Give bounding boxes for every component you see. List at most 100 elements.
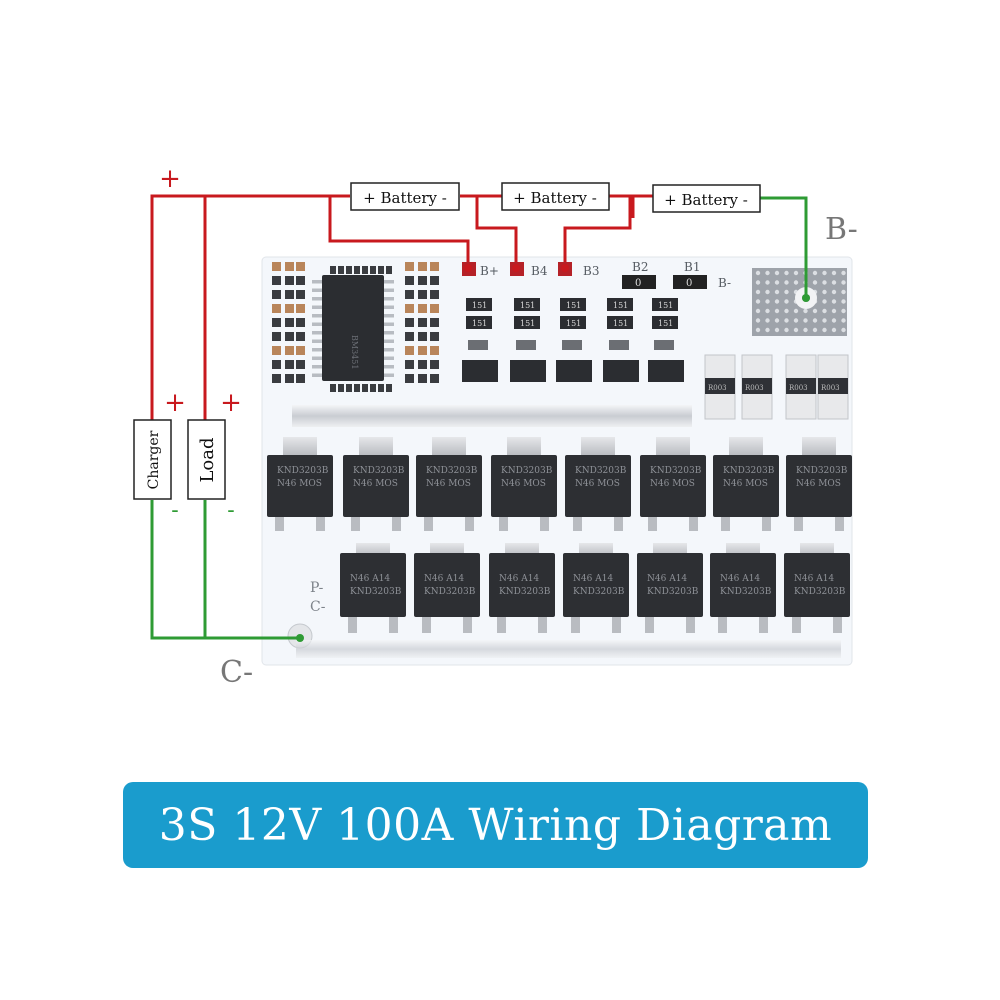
smd-part — [418, 262, 427, 271]
smd-components — [272, 262, 439, 392]
smd-part — [430, 290, 439, 299]
via — [831, 299, 837, 304]
mosfet-leg — [463, 617, 472, 633]
smd-part — [430, 360, 439, 369]
mosfet-leg — [762, 517, 771, 531]
battery-2-label: + Battery - — [513, 189, 597, 207]
ic-pin — [312, 280, 322, 284]
mosfet-leg — [424, 517, 433, 531]
heatsink-strip-bottom — [296, 640, 841, 658]
resistor-151 — [514, 298, 540, 311]
mosfet-body — [637, 553, 703, 617]
battery-2: + Battery - — [501, 182, 610, 211]
charger-minus-sign: - — [171, 498, 178, 523]
mosfet-leg — [538, 617, 547, 633]
via — [812, 318, 818, 323]
resistor-151 — [607, 316, 633, 329]
load-label: Load — [197, 437, 218, 482]
mosfet-mark: N46 MOS — [353, 479, 398, 489]
smd-part — [430, 262, 439, 271]
smd-part — [272, 318, 281, 327]
via — [831, 280, 837, 285]
mosfet-body — [489, 553, 555, 617]
smd-part — [418, 290, 427, 299]
smd-part — [378, 384, 384, 392]
mosfet-mark: N46 A14 — [794, 574, 834, 584]
mosfet-tab — [729, 437, 763, 457]
smd-part — [418, 332, 427, 341]
mosfet-leg — [351, 517, 360, 531]
mosfet-leg — [689, 517, 698, 531]
sot-transistor — [603, 360, 639, 382]
via — [841, 308, 846, 314]
resistor-151 — [607, 298, 633, 311]
resistor-151 — [652, 298, 678, 311]
mosfet-body — [343, 455, 409, 517]
mosfet-body — [340, 553, 406, 617]
mosfet-leg — [648, 517, 657, 531]
smd-part — [285, 374, 294, 383]
via — [755, 327, 761, 333]
via — [822, 308, 827, 314]
mosfet-mark: KND3203B — [723, 466, 775, 476]
smd-zero-b1: 0 — [686, 278, 692, 289]
smd-part — [330, 384, 336, 392]
load-box: Load — [187, 419, 226, 500]
mosfet-leg — [540, 517, 549, 531]
resistor-label: 151 — [566, 319, 581, 328]
mosfet-leg — [794, 517, 803, 531]
smd-part — [468, 340, 488, 350]
mosfet-leg — [275, 517, 284, 531]
via — [831, 318, 837, 323]
mosfet-leg — [422, 617, 431, 633]
smd-part — [430, 374, 439, 383]
pad-label-b1: B1 — [684, 260, 700, 274]
via — [774, 280, 780, 285]
ic-pin — [312, 348, 322, 352]
via — [784, 280, 789, 285]
pad-label-b4: B4 — [531, 264, 548, 278]
mosfet-tab — [656, 437, 690, 457]
via — [831, 327, 837, 333]
smd-part — [296, 262, 305, 271]
mosfet-mark: N46 MOS — [796, 479, 841, 489]
smd-part — [609, 340, 629, 350]
mosfet-leg — [499, 517, 508, 531]
smd-part — [272, 346, 281, 355]
ic-pin — [384, 339, 394, 343]
via — [841, 299, 846, 304]
via — [784, 299, 789, 304]
smd-part — [285, 318, 294, 327]
mosfet-body — [491, 455, 557, 517]
smd-part — [272, 290, 281, 299]
via — [784, 318, 789, 323]
mosfet-leg — [614, 517, 623, 531]
smd-part — [272, 374, 281, 383]
mosfet-mark: KND3203B — [720, 587, 772, 597]
mosfet-mark: N46 A14 — [647, 574, 687, 584]
smd-part — [405, 346, 414, 355]
via — [784, 308, 789, 314]
smd-part — [272, 276, 281, 285]
heatsink-strip-top — [292, 405, 692, 427]
via — [822, 289, 827, 295]
smd-part — [272, 304, 281, 313]
mosfet-leg — [759, 617, 768, 633]
ic-pin — [312, 339, 322, 343]
smd-part — [418, 304, 427, 313]
via — [803, 308, 808, 314]
mosfet-mark: KND3203B — [499, 587, 551, 597]
resistor-label: 151 — [658, 319, 673, 328]
smd-part — [296, 332, 305, 341]
smd-part — [285, 290, 294, 299]
smd-part — [272, 360, 281, 369]
via — [803, 318, 808, 323]
smd-part — [405, 290, 414, 299]
via — [803, 327, 808, 333]
shunt-label-4: R003 — [821, 384, 840, 392]
